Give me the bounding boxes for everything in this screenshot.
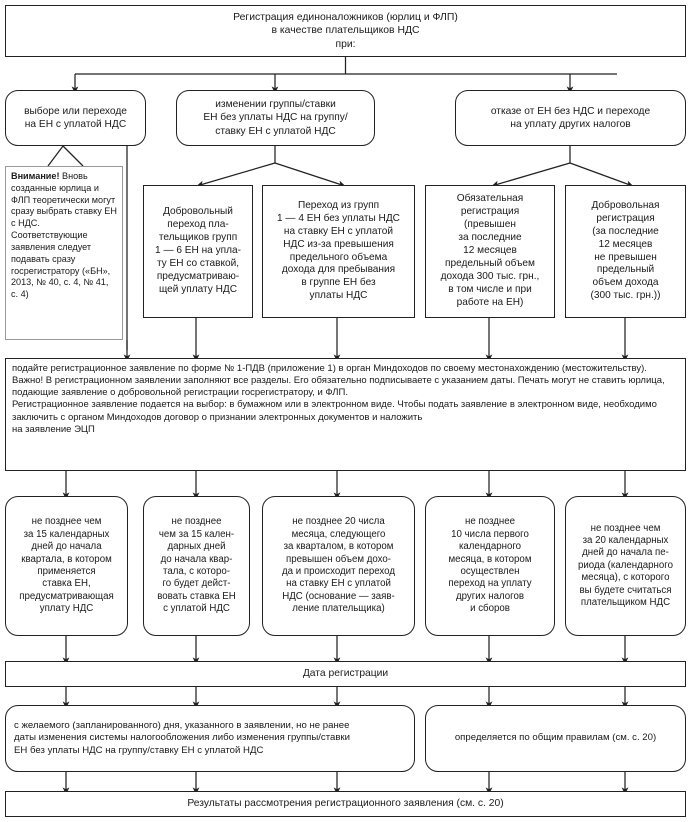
deadline-10th-first-month-text: не позднее 10 числа первого календарного… [448, 516, 532, 615]
case-box-mandatory-registration: Обязательная регистрация (превышен за по… [425, 185, 555, 318]
deadline-box-20th-next-month: не позднее 20 числа месяца, следующего з… [262, 496, 415, 636]
application-instructions-box: подайте регистрационное заявление по фор… [5, 358, 686, 471]
deadline-box-15-days-quarter-applied: не позднее чем за 15 календарных дней до… [5, 496, 128, 636]
case-box-transfer-groups: Переход из групп 1 — 4 ЕН без уплаты НДС… [262, 185, 415, 318]
case-transfer-groups-text: Переход из групп 1 — 4 ЕН без уплаты НДС… [277, 199, 400, 302]
case-voluntary-transfer-text: Добровольный переход пла- тельщиков груп… [155, 206, 241, 295]
rule-box-desired-day: с желаемого (запланированного) дня, указ… [5, 705, 415, 772]
results-text: Результаты рассмотрения регистрационного… [187, 798, 504, 810]
registration-date-box: Дата регистрации [5, 661, 686, 687]
condition-refusal-text: отказе от ЕН без НДС и переходе на уплат… [490, 105, 651, 130]
deadline-15-days-quarter-applied-text: не позднее чем за 15 календарных дней до… [19, 516, 114, 615]
application-instructions-text: подайте регистрационное заявление по фор… [12, 363, 665, 435]
case-voluntary-registration-text: Добровольная регистрация (за последние 1… [590, 199, 661, 302]
case-box-voluntary-transfer: Добровольный переход пла- тельщиков груп… [143, 185, 253, 318]
rule-box-general: определяется по общим правилам (см. с. 2… [425, 705, 686, 772]
registration-header-box: Регистрация единоналожников (юрлиц и ФЛП… [5, 5, 686, 57]
deadline-box-15-days-quarter-effective: не позднее чем за 15 кален- дарных дней … [143, 496, 250, 636]
deadline-box-20-days-period: не позднее чем за 20 календарных дней до… [565, 496, 686, 636]
rule-general-text: определяется по общим правилам (см. с. 2… [454, 732, 657, 744]
condition-box-refusal: отказе от ЕН без НДС и переходе на уплат… [455, 90, 686, 146]
condition-change-group-text: изменении группы/ставки ЕН без уплаты НД… [203, 99, 348, 137]
attention-note-text: Внимание! Вновь созданные юрлица и ФЛП т… [11, 171, 117, 301]
results-box: Результаты рассмотрения регистрационного… [5, 791, 686, 817]
registration-date-text: Дата регистрации [302, 668, 389, 680]
attention-note-body: Вновь созданные юрлица и ФЛП теоретическ… [11, 171, 117, 300]
deadline-20th-next-month-text: не позднее 20 числа месяца, следующего з… [282, 516, 395, 615]
rule-desired-day-text: с желаемого (запланированного) дня, указ… [14, 720, 350, 756]
attention-note-lead: Внимание! [11, 171, 60, 181]
deadline-20-days-period-text: не позднее чем за 20 календарных дней до… [577, 522, 674, 609]
deadline-box-10th-first-month: не позднее 10 числа первого календарного… [425, 496, 555, 636]
condition-box-change-group: изменении группы/ставки ЕН без уплаты НД… [176, 90, 375, 146]
condition-choice-text: выборе или переходе на ЕН с уплатой НДС [24, 105, 127, 130]
case-mandatory-registration-text: Обязательная регистрация (превышен за по… [440, 193, 540, 308]
attention-note-box: Внимание! Вновь созданные юрлица и ФЛП т… [5, 166, 123, 340]
case-box-voluntary-registration: Добровольная регистрация (за последние 1… [565, 185, 686, 318]
deadline-15-days-quarter-effective-text: не позднее чем за 15 кален- дарных дней … [157, 516, 236, 615]
registration-header-text: Регистрация единоналожников (юрлиц и ФЛП… [233, 12, 458, 50]
condition-box-choice: выборе или переходе на ЕН с уплатой НДС [5, 90, 146, 146]
